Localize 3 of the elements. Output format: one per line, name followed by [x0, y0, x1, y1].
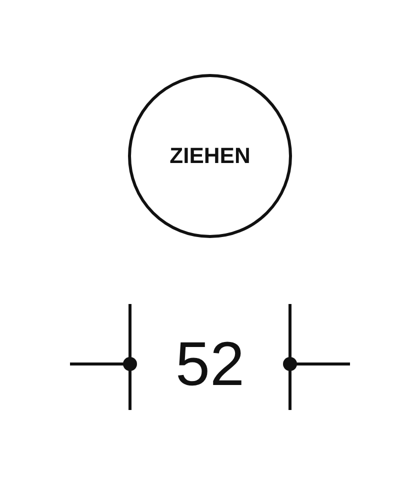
sign-text: ZIEHEN [170, 143, 250, 169]
sign-circle [128, 74, 292, 238]
dimension-value: 52 [176, 334, 244, 396]
